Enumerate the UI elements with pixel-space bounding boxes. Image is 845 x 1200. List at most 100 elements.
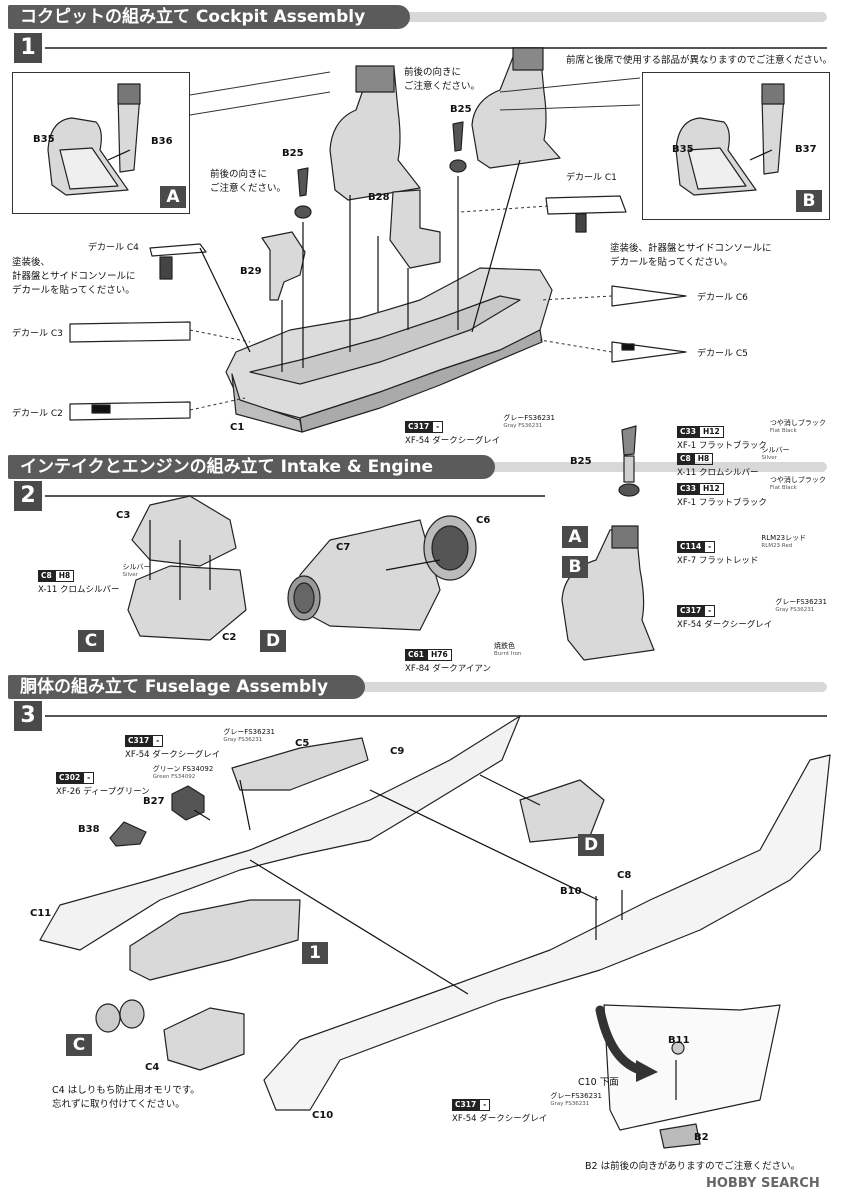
paint-sub: Silver bbox=[761, 455, 777, 461]
paint-xf-name: XF-54 ダークシーグレイ bbox=[452, 1114, 548, 1124]
part-label: B25 bbox=[282, 148, 304, 159]
paint-code-h: - bbox=[704, 541, 716, 553]
variant-box-b bbox=[642, 72, 830, 220]
paint-code-h: H12 bbox=[698, 483, 724, 495]
paint-code: C61 bbox=[405, 649, 427, 661]
paint-name: グレーFS36231 bbox=[775, 598, 827, 606]
note-b2: B2 は前後の向きがありますのでご注意ください。 bbox=[585, 1161, 801, 1172]
paint-code-h: - bbox=[479, 1099, 491, 1111]
paint-code: C33 bbox=[677, 426, 699, 438]
paint-xf-name: XF-1 フラットブラック bbox=[677, 498, 767, 508]
badge-d: D bbox=[260, 630, 286, 652]
badge-b: B bbox=[562, 556, 588, 578]
part-label: B10 bbox=[560, 886, 582, 897]
note-line: 塗装後、計器盤とサイドコンソールに bbox=[610, 243, 772, 254]
paint-xf-name: XF-84 ダークアイアン bbox=[405, 664, 492, 674]
note-decal: 塗装後、計器盤とサイドコンソールに デカールを貼ってください。 bbox=[610, 242, 772, 270]
paint-xf-name: XF-26 ディープグリーン bbox=[56, 787, 150, 797]
section-header-intake: インテイクとエンジンの組み立て Intake & Engine Assembly bbox=[8, 455, 495, 501]
divider bbox=[45, 715, 827, 717]
paint-code: C8 bbox=[677, 453, 694, 465]
paint-sub: Silver bbox=[122, 572, 138, 578]
paint-name: グレーFS36231 bbox=[503, 414, 555, 422]
paint-name: 焼鉄色 bbox=[494, 642, 516, 650]
part-label: B29 bbox=[240, 266, 262, 277]
part-label: B28 bbox=[368, 192, 390, 203]
note-line: ご注意ください。 bbox=[210, 183, 287, 194]
note-decal: 塗装後、 計器盤とサイドコンソールに デカールを貼ってください。 bbox=[12, 256, 136, 298]
paint-xf-name: X-11 クロムシルバー bbox=[677, 468, 759, 478]
section-header-fuselage: 胴体の組み立て Fuselage Assembly bbox=[8, 675, 365, 699]
part-label: B25 bbox=[450, 104, 472, 115]
paint-sub: Gray FS36231 bbox=[503, 423, 543, 429]
paint-code-h: H8 bbox=[54, 570, 75, 582]
paint-code-h: - bbox=[432, 421, 444, 433]
badge-a: A bbox=[562, 526, 588, 548]
note-line: 前後の向きに bbox=[404, 67, 462, 78]
step-number-2: 2 bbox=[14, 481, 42, 511]
paint-xf-name: XF-54 ダークシーグレイ bbox=[125, 750, 221, 760]
note-line: 忘れずに取り付けてください。 bbox=[52, 1099, 185, 1110]
part-label: B38 bbox=[78, 824, 100, 835]
paint-code: C33 bbox=[677, 483, 699, 495]
paint-xf-name: XF-54 ダークシーグレイ bbox=[405, 436, 501, 446]
part-label: C8 bbox=[617, 870, 632, 881]
badge-b: B bbox=[796, 190, 822, 212]
note-line: 塗装後、 bbox=[12, 257, 51, 268]
paint-xf-name: XF-1 フラットブラック bbox=[677, 441, 767, 451]
paint-code: C317 bbox=[677, 605, 705, 617]
note-line: 計器盤とサイドコンソールに bbox=[12, 271, 136, 282]
paint-sub: Burnt Iron bbox=[494, 651, 522, 657]
section-header-cockpit: コクピットの組み立て Cockpit Assembly bbox=[8, 5, 410, 29]
part-label: C6 bbox=[476, 515, 491, 526]
note-line: デカールを貼ってください。 bbox=[12, 285, 135, 296]
note-line: デカールを貼ってください。 bbox=[610, 257, 733, 268]
paint-sub: Green FS34092 bbox=[152, 774, 196, 780]
part-label: B37 bbox=[795, 144, 817, 155]
part-label: C2 bbox=[222, 632, 237, 643]
paint-sub: Gray FS36231 bbox=[223, 737, 263, 743]
part-label: C11 bbox=[30, 908, 52, 919]
paint-xf-name: XF-7 フラットレッド bbox=[677, 556, 759, 566]
divider bbox=[45, 495, 545, 497]
part-label: C4 bbox=[145, 1062, 160, 1073]
part-label: C7 bbox=[336, 542, 351, 553]
paint-code-h: H8 bbox=[693, 453, 714, 465]
paint-code-h: H76 bbox=[426, 649, 452, 661]
paint-code: C302 bbox=[56, 772, 84, 784]
badge-d: D bbox=[578, 834, 604, 856]
variant-box-a bbox=[12, 72, 190, 214]
note-front-rear-seat: 前席と後席で使用する部品が異なりますのでご注意ください。 bbox=[566, 55, 833, 66]
part-label: C1 bbox=[230, 422, 245, 433]
paint-code: C317 bbox=[125, 735, 153, 747]
paint-code-h: H12 bbox=[698, 426, 724, 438]
note-direction: 前後の向きに ご注意ください。 bbox=[210, 168, 286, 196]
paint-code: C114 bbox=[677, 541, 705, 553]
watermark: HOBBY SEARCH bbox=[706, 1176, 820, 1191]
part-label: C5 bbox=[295, 738, 310, 749]
paint-name: つや消しブラック bbox=[769, 476, 826, 484]
badge-step-1: 1 bbox=[302, 942, 328, 964]
paint-code-h: - bbox=[704, 605, 716, 617]
part-label: B35 bbox=[672, 144, 694, 155]
paint-name: RLM23レッド bbox=[761, 534, 807, 542]
divider bbox=[45, 47, 827, 49]
paint-sub: Flat Black bbox=[769, 485, 797, 491]
paint-sub: RLM23 Red bbox=[761, 543, 793, 549]
note-line: ご注意ください。 bbox=[404, 81, 481, 92]
section-title: コクピットの組み立て Cockpit Assembly bbox=[20, 7, 366, 27]
part-label: C3 bbox=[116, 510, 131, 521]
step-number-1: 1 bbox=[14, 33, 42, 63]
badge-a: A bbox=[160, 186, 186, 208]
paint-code-h: - bbox=[152, 735, 164, 747]
badge-c: C bbox=[66, 1034, 92, 1056]
